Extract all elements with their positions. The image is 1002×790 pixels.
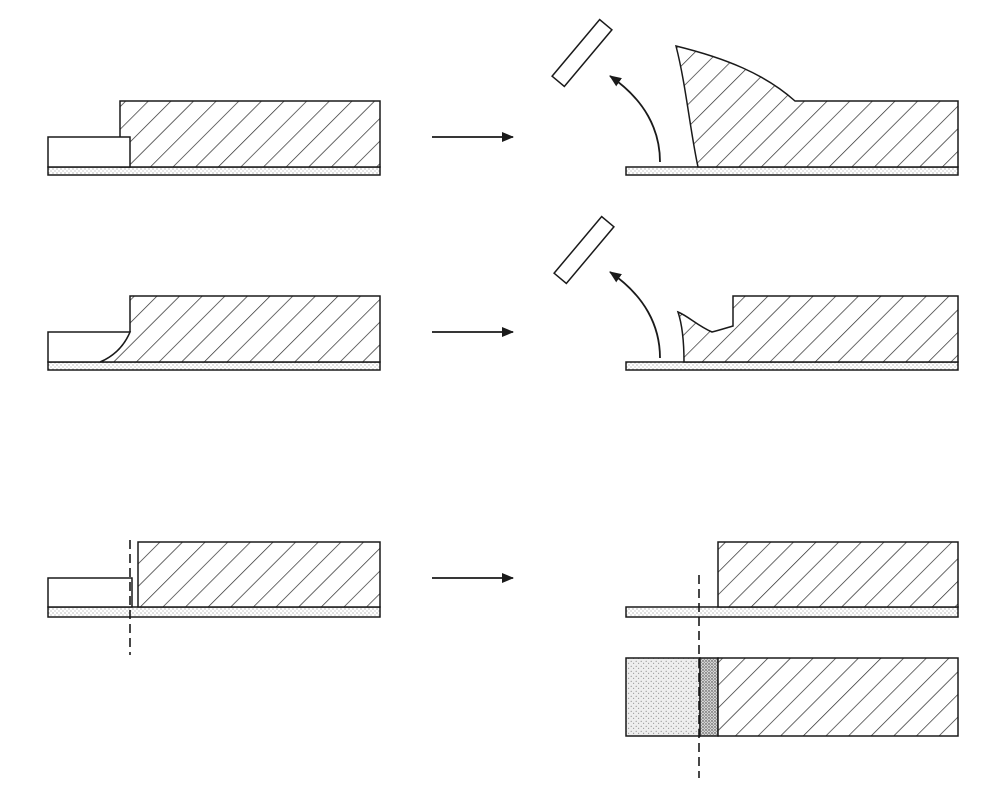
row-1-after [552,20,958,175]
film-layer [718,542,958,607]
row-3-before [48,540,380,655]
film-layer [138,542,380,607]
peeled-film-layer [676,46,958,167]
substrate [626,362,958,370]
lift-arrow [610,272,660,358]
lift-arrow [610,76,660,162]
substrate [48,607,380,617]
film-layer [100,296,380,362]
substrate [48,362,380,370]
lifted-mask [552,20,612,87]
film-layer [718,658,958,736]
row-2-after [554,217,958,370]
row-2-before [48,296,380,370]
row-3-after-bottom [626,658,958,736]
edge-region [700,658,718,736]
film-layer [120,101,380,167]
substrate [48,167,380,175]
row-3-after-top [626,542,958,617]
substrate [626,607,958,617]
row-1-before [48,101,380,175]
doped-region [626,658,700,736]
mask [48,578,132,607]
lifted-mask [554,217,614,284]
mask [48,137,130,167]
remaining-film-layer [678,296,958,362]
substrate [626,167,958,175]
